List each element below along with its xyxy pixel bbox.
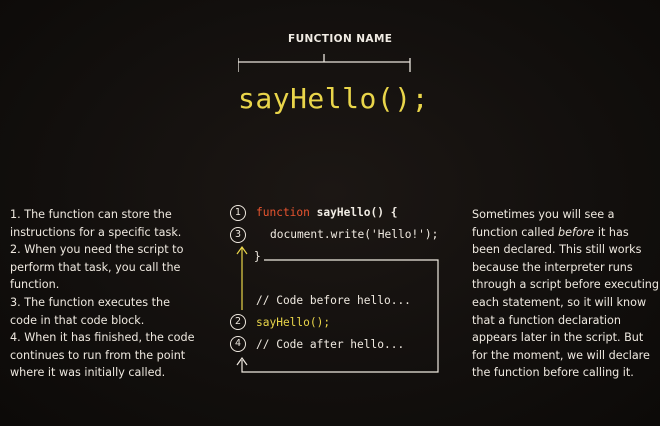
step-1-text: 1. The function can store the instructio… <box>10 208 182 239</box>
code-line-comment-after: // Code after hello... <box>256 338 405 351</box>
hoisting-text: Sometimes you will see a function called… <box>472 206 660 382</box>
step-4-text: 4. When it has finished, the code contin… <box>10 331 195 380</box>
code-line-closing-brace: } <box>254 250 261 263</box>
code-line-function-call: sayHello(); <box>256 316 331 329</box>
function-call-example: sayHello(); <box>238 82 429 115</box>
step-marker-4: 4 <box>230 336 246 352</box>
function-name-heading: FUNCTION NAME <box>288 33 393 45</box>
step-marker-2: 2 <box>230 314 246 330</box>
hoisting-text-after: it has been declared. This still works b… <box>472 225 659 380</box>
step-marker-1: 1 <box>230 205 246 221</box>
function-declaration-name: sayHello() { <box>316 206 398 219</box>
code-line-document-write: document.write('Hello!'); <box>270 228 439 241</box>
code-example: 1 function sayHello() { 3 document.write… <box>226 200 466 390</box>
hoisting-explanation: Sometimes you will see a function called… <box>472 206 660 382</box>
step-marker-3: 3 <box>230 227 246 243</box>
step-3-text: 3. The function executes the code in tha… <box>10 295 170 327</box>
code-line-function-declaration: function sayHello() { <box>256 206 397 219</box>
step-2-text: 2. When you need the script to perform t… <box>10 243 184 292</box>
function-keyword: function <box>256 206 310 219</box>
steps-explanation: 1. The function can store the instructio… <box>10 206 200 382</box>
hoisting-text-before: Sometimes you will see a function called <box>472 208 615 239</box>
hoisting-text-emphasis: before <box>558 225 595 239</box>
code-line-comment-before: // Code before hello... <box>256 294 411 307</box>
function-name-bracket <box>238 54 411 72</box>
